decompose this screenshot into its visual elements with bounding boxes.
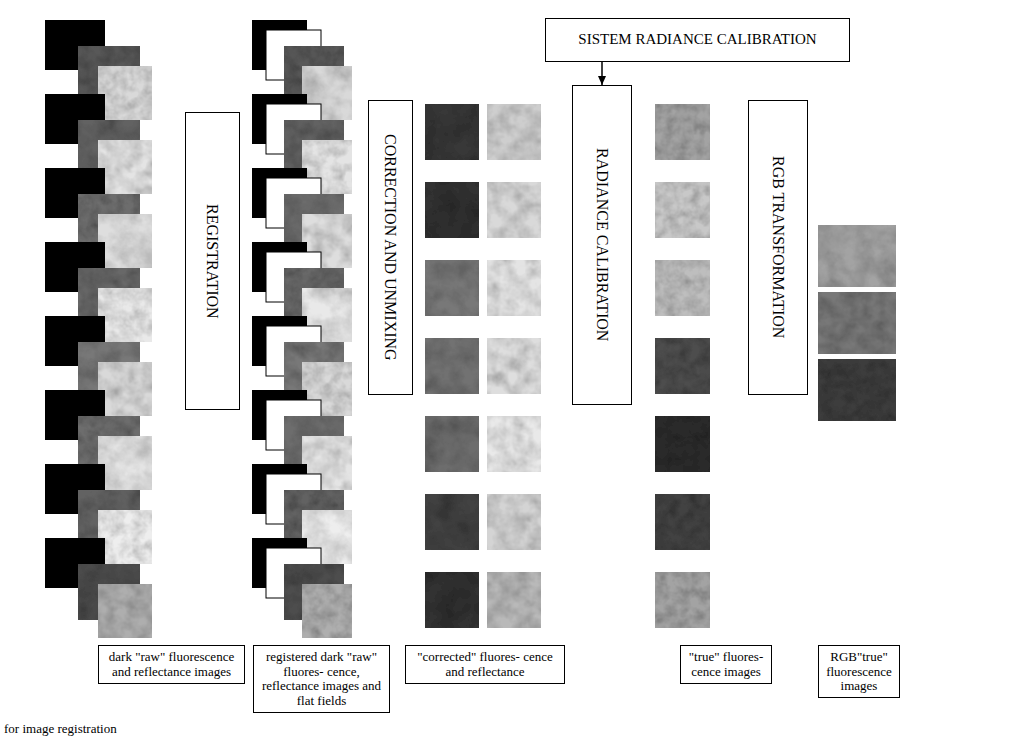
image-thumbnail [655,182,710,238]
node-label: "true" fluores- cence images [686,650,766,679]
node-label: RGB TRANSFORMATION [769,156,787,338]
process-box: RGB TRANSFORMATION [748,100,808,395]
image-thumbnail [425,416,479,472]
image-thumbnail [98,140,152,194]
image-thumbnail [98,436,152,490]
image-thumbnail [655,260,710,316]
image-thumbnail [98,510,152,564]
image-thumbnail [487,572,541,628]
image-thumbnail [425,338,479,394]
caption-box: "true" fluores- cence images [680,645,772,684]
node-label: dark "raw" fluorescence and reflectance … [104,650,239,679]
image-thumbnail [98,584,152,638]
image-thumbnail [425,104,479,160]
process-box: RADIANCE CALIBRATION [572,85,632,405]
image-thumbnail [98,66,152,120]
image-thumbnail [487,338,541,394]
caption-box: dark "raw" fluorescence and reflectance … [98,645,245,684]
image-thumbnail [487,182,541,238]
node-label: RGB"true" fluorescence images [824,650,894,694]
node-label: "corrected" fluores- cence and reflectan… [411,650,559,679]
process-box: REGISTRATION [185,112,240,410]
image-thumbnail [655,104,710,160]
caption-box: RGB"true" fluorescence images [818,645,900,698]
image-thumbnail [655,416,710,472]
image-thumbnail [487,260,541,316]
image-thumbnail [655,338,710,394]
image-thumbnail [487,104,541,160]
image-thumbnail [425,182,479,238]
image-thumbnail [98,288,152,342]
node-label: REGISTRATION [204,204,222,319]
image-thumbnail [487,416,541,472]
node-label: SISTEM RADIANCE CALIBRATION [578,31,816,48]
image-thumbnail [98,214,152,268]
flow-arrow [601,62,603,85]
node-label: registered dark "raw" fluores- cence, re… [259,650,384,708]
process-box: CORRECTION AND UNMIXING [368,100,413,395]
image-thumbnail [98,362,152,416]
image-thumbnail [425,572,479,628]
image-thumbnail [655,494,710,550]
node-label: CORRECTION AND UNMIXING [382,134,400,361]
caption-box: "corrected" fluores- cence and reflectan… [405,645,565,684]
note-text: for image registration [4,722,117,737]
image-thumbnail [487,494,541,550]
image-thumbnail [425,494,479,550]
caption-box: registered dark "raw" fluores- cence, re… [253,645,390,713]
image-thumbnail [655,572,710,628]
calibration-box: SISTEM RADIANCE CALIBRATION [545,18,850,62]
image-thumbnail [425,260,479,316]
image-thumbnail [302,584,352,638]
image-thumbnail [818,359,896,421]
node-label: RADIANCE CALIBRATION [593,148,611,341]
image-thumbnail [818,225,896,287]
image-thumbnail [818,292,896,354]
